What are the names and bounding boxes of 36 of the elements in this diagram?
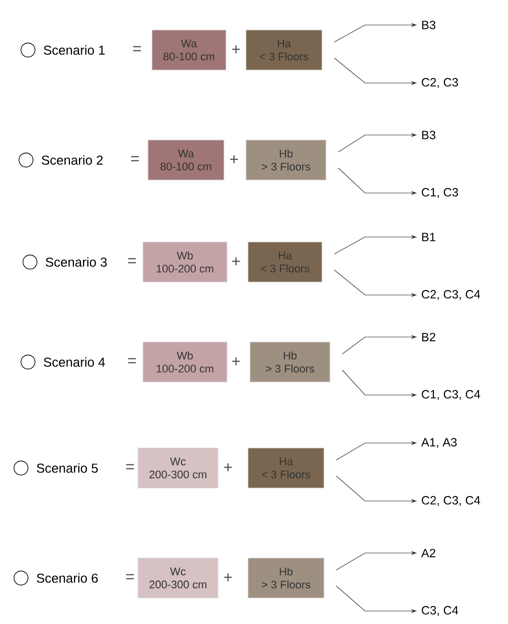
plus-sign: + (232, 257, 240, 266)
plus-sign: + (224, 463, 232, 472)
height-box: Hb > 3 Floors (248, 558, 324, 598)
height-box: Hb > 3 Floors (246, 140, 326, 180)
scenario-label: Scenario 4 (44, 357, 105, 367)
plus-sign: + (232, 45, 240, 54)
width-box: Wc 200-300 cm (138, 558, 218, 598)
result-label: A1, A3 (421, 438, 457, 448)
result-label: A2 (421, 548, 436, 558)
result-label: B3 (422, 20, 436, 30)
scenario-label: Scenario 2 (42, 155, 103, 165)
plus-sign: + (230, 155, 238, 164)
plus-sign: + (232, 357, 240, 366)
width-box: Wc 200-300 cm (138, 448, 218, 488)
result-label: C2, C3 (422, 78, 458, 88)
width-box: Wb 100-200 cm (142, 242, 228, 282)
result-label: C3, C4 (422, 606, 458, 616)
width-box: Wa 80-100 cm (148, 140, 224, 180)
width-box: Wb 100-200 cm (142, 342, 228, 382)
result-label: B3 (422, 130, 436, 140)
scenario-label: Scenario 5 (36, 463, 98, 473)
height-box: Hb > 3 Floors (250, 342, 330, 382)
result-label: B2 (422, 332, 436, 342)
result-label: C1, C3, C4 (422, 390, 480, 400)
width-box: Wa 80-100 cm (152, 30, 226, 70)
result-label: C2, C3, C4 (422, 496, 480, 506)
result-label: C1, C3 (422, 188, 458, 198)
result-label: B1 (422, 232, 436, 242)
result-label: C2, C3, C4 (422, 290, 480, 300)
plus-sign: + (224, 573, 232, 582)
scenario-label: Scenario 3 (46, 257, 107, 267)
height-box: Ha < 3 Floors (248, 242, 322, 282)
scenario-label: Scenario 1 (44, 45, 105, 55)
height-box: Ha < 3 Floors (248, 448, 324, 488)
height-box: Ha < 3 Floors (246, 30, 322, 70)
scenario-label: Scenario 6 (36, 573, 98, 583)
